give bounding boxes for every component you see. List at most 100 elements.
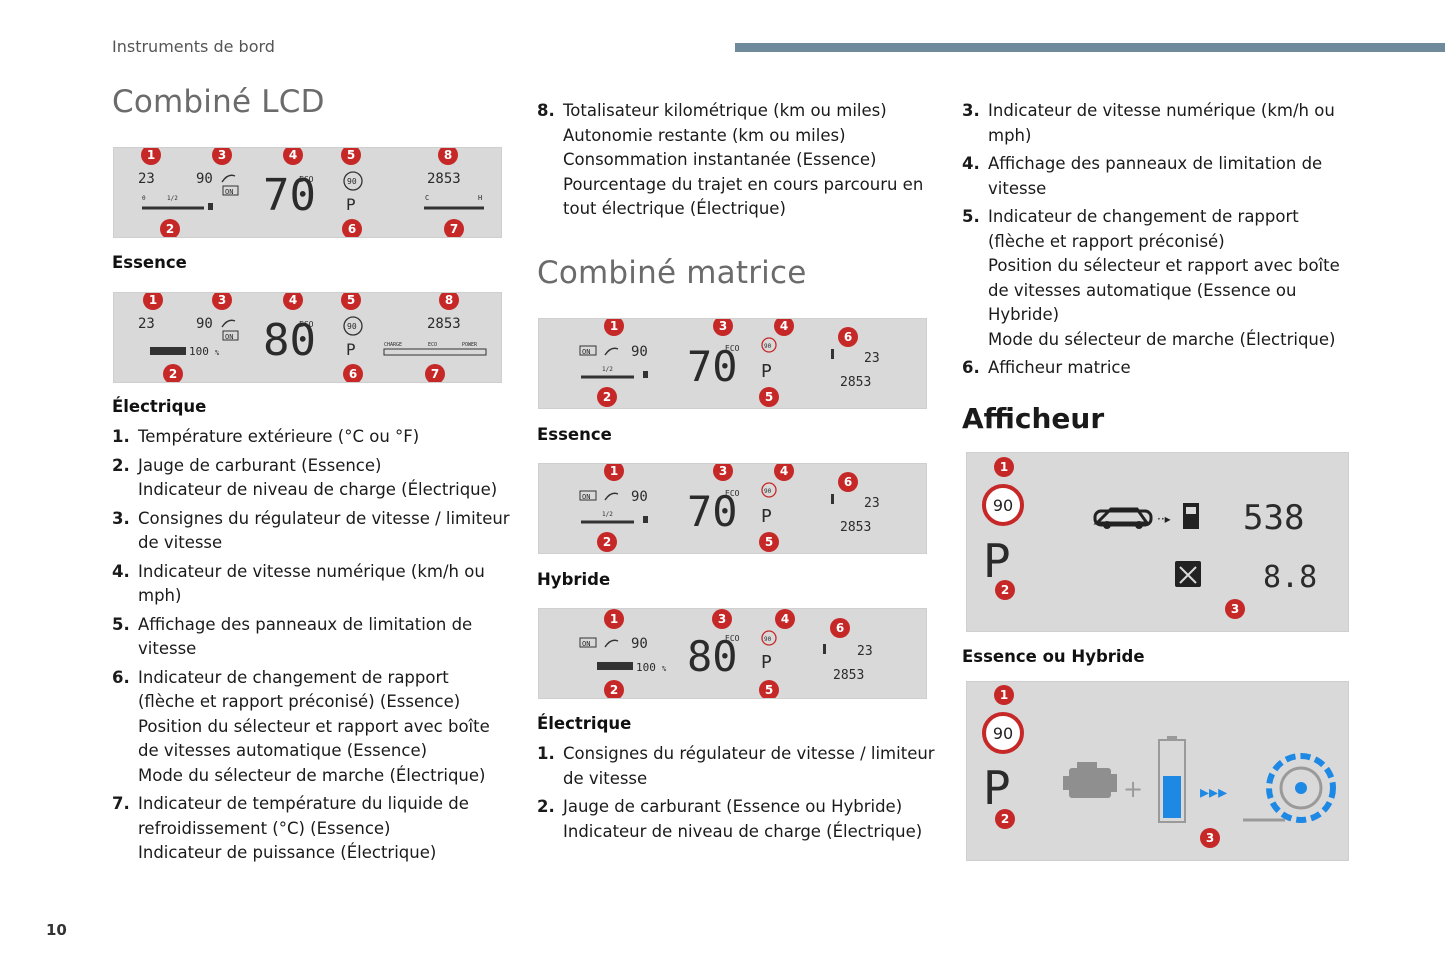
matrix-panel-electrique: ON 90 100 % ECO 80 P 90 23 2853 1 3 4 6 …: [538, 608, 927, 699]
svg-text:3: 3: [718, 612, 726, 626]
lcd-panel-electrique: 23 90 ON ECO 80 90 P 2853 100 % CHARGE E…: [113, 292, 502, 383]
svg-text:P: P: [346, 340, 356, 359]
marker-8: 8: [438, 148, 458, 165]
svg-text:%: %: [662, 665, 667, 673]
marker-2: 2: [604, 680, 624, 698]
cruise-icon: [604, 492, 619, 501]
marker-5: 5: [759, 532, 779, 552]
svg-text:90: 90: [631, 489, 648, 505]
car-icon: [1093, 507, 1153, 527]
svg-text:8: 8: [444, 148, 452, 162]
marker-3: 3: [713, 319, 733, 336]
marker-5: 5: [341, 293, 361, 310]
cruise-icon: [221, 174, 236, 183]
page-number: 10: [46, 921, 67, 939]
svg-text:3: 3: [218, 293, 226, 307]
thermometer-icon: [823, 644, 826, 654]
marker-4: 4: [283, 148, 303, 165]
list-item: 6.Indicateur de changement de rapport(fl…: [112, 667, 490, 785]
caption-matrix-electrique: Électrique: [537, 714, 632, 733]
svg-text:1: 1: [610, 319, 618, 333]
power-gauge: [383, 348, 487, 356]
marker-1: 1: [143, 293, 163, 310]
svg-text:4: 4: [780, 319, 788, 333]
marker-5: 5: [759, 387, 779, 407]
cruise-setpoint: 90: [196, 171, 213, 187]
lcd-panel-essence: 23 90 ON ECO 70 90 P 2853 0 1/2 C H 1 3 …: [113, 147, 502, 238]
svg-text:3: 3: [218, 148, 226, 162]
list-item: 1.Température extérieure (°C ou °F): [112, 427, 420, 446]
marker-3: 3: [1225, 599, 1245, 619]
digital-speed: 80: [263, 315, 316, 366]
svg-text:3: 3: [1206, 831, 1214, 845]
range-arrow-icon: ··▸: [1157, 512, 1171, 526]
speed-sign-icon: [761, 337, 777, 353]
cruise-icon: [221, 319, 236, 328]
svg-text:1: 1: [147, 148, 155, 162]
svg-text:P: P: [761, 652, 772, 673]
svg-text:23: 23: [864, 496, 880, 511]
svg-text:5: 5: [765, 390, 773, 404]
marker-6: 6: [838, 472, 858, 492]
caption-display-essence-hybride: Essence ou Hybride: [962, 647, 1145, 666]
svg-text:2853: 2853: [427, 316, 461, 332]
svg-text:6: 6: [844, 475, 852, 489]
svg-text:P: P: [761, 361, 772, 382]
svg-text:POWER: POWER: [462, 342, 478, 348]
svg-text:70: 70: [687, 487, 738, 536]
caption-lcd-electrique: Électrique: [112, 397, 207, 416]
list-item: 1.Consignes du régulateur de vitesse / l…: [537, 744, 935, 788]
svg-text:90: 90: [347, 322, 357, 331]
list-item: 7.Indicateur de température du liquide d…: [112, 794, 469, 862]
legend-item-8: 8.Totalisateur kilométrique (km ou miles…: [537, 99, 937, 226]
list-item: 2.Jauge de carburant (Essence ou Hybride…: [537, 797, 923, 841]
svg-text:1: 1: [610, 612, 618, 626]
svg-text:2853: 2853: [840, 375, 871, 390]
svg-text:%: %: [215, 349, 220, 357]
svg-text:8: 8: [445, 293, 453, 307]
plus-icon: +: [1123, 775, 1143, 803]
running-header: Instruments de bord: [112, 37, 275, 56]
marker-7: 7: [444, 219, 464, 237]
battery-gauge: [150, 347, 186, 355]
display-panel-essence-hybride: 90 P ··▸ 538 8.8 1 2 3: [966, 452, 1349, 632]
section-title-afficheur: Afficheur: [962, 402, 1105, 435]
svg-text:3: 3: [719, 464, 727, 478]
svg-text:1: 1: [1000, 688, 1008, 702]
svg-text:2: 2: [166, 222, 174, 236]
svg-text:1/2: 1/2: [602, 511, 613, 518]
svg-text:ECO: ECO: [725, 344, 740, 353]
svg-text:23: 23: [864, 351, 880, 366]
svg-text:2: 2: [1001, 583, 1009, 597]
header-bar: [735, 43, 1445, 52]
svg-text:P: P: [761, 506, 772, 527]
svg-text:4: 4: [289, 148, 297, 162]
marker-3: 3: [713, 464, 733, 481]
list-item: 5.Indicateur de changement de rapport(fl…: [962, 207, 1340, 349]
svg-text:23: 23: [857, 644, 873, 659]
speed-limit-sign-icon: [982, 712, 1024, 754]
svg-text:80: 80: [687, 632, 738, 681]
gear-indicator: P: [983, 534, 1011, 588]
battery-icon: [1158, 736, 1186, 823]
speed-sign-icon: [761, 630, 777, 646]
svg-text:ECO: ECO: [725, 489, 740, 498]
svg-text:2: 2: [1001, 812, 1009, 826]
svg-text:3: 3: [719, 319, 727, 333]
svg-text:0: 0: [142, 195, 146, 202]
marker-3: 3: [212, 148, 232, 165]
svg-text:90: 90: [631, 636, 648, 652]
svg-text:ECO: ECO: [428, 342, 437, 348]
fuel-pump-icon: [208, 203, 213, 210]
consumption-value: 8.8: [1263, 560, 1317, 595]
marker-1: 1: [994, 457, 1014, 477]
marker-8: 8: [439, 293, 459, 310]
svg-text:6: 6: [348, 222, 356, 236]
svg-text:C: C: [425, 194, 429, 202]
cruise-on-label: ON: [225, 188, 233, 196]
svg-text:90: 90: [764, 343, 772, 350]
marker-3: 3: [712, 609, 732, 629]
gear-indicator: P: [346, 195, 356, 214]
marker-3: 3: [212, 293, 232, 310]
list-item: 3.Consignes du régulateur de vitesse / l…: [112, 508, 510, 553]
